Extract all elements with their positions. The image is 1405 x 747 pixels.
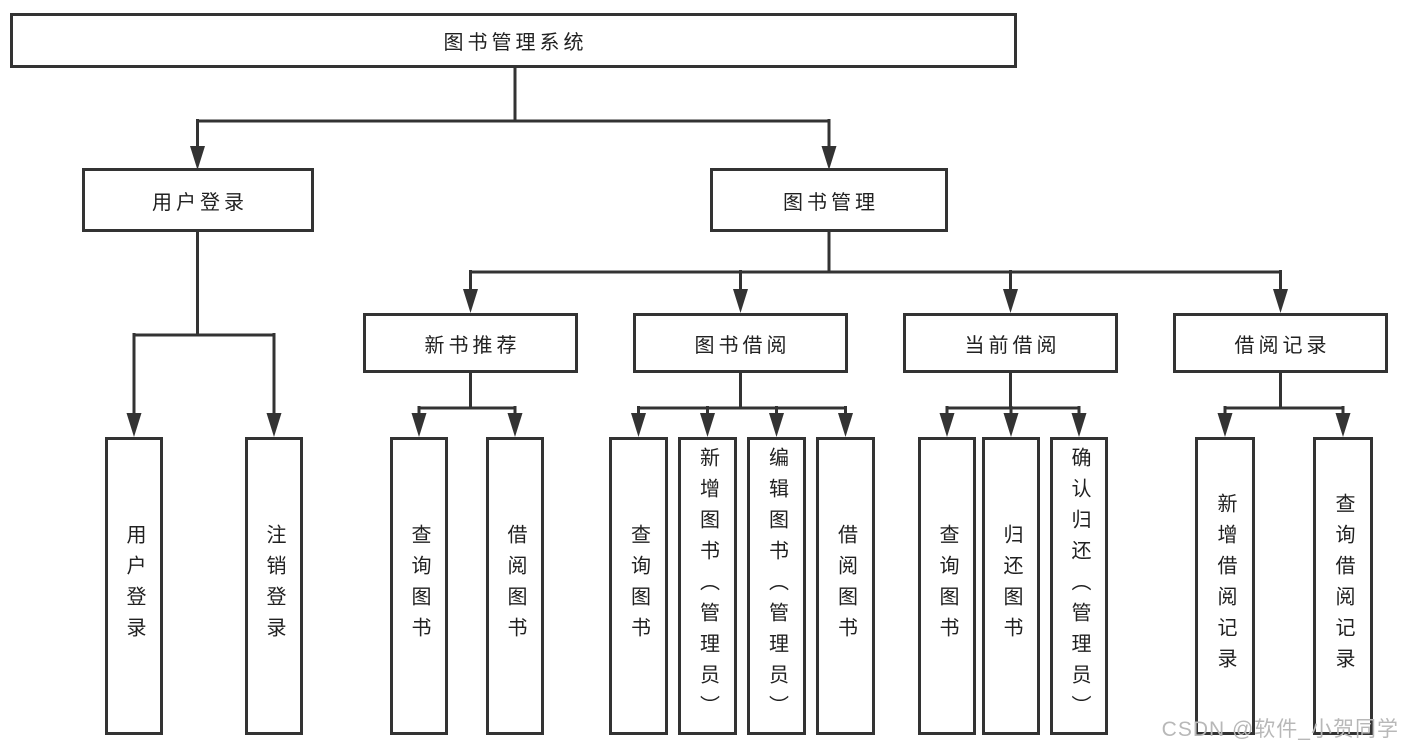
node-borrowing-records-label: 借阅记录 bbox=[1234, 334, 1331, 357]
edge-borrowing-records-to-leaves bbox=[1217, 373, 1351, 437]
leaf-user-login: 用户登录 bbox=[105, 437, 163, 735]
node-book-borrowing: 图书借阅 bbox=[633, 313, 848, 373]
node-new-book-recommend: 新书推荐 bbox=[363, 313, 578, 373]
node-book-borrowing-label: 图书借阅 bbox=[694, 334, 791, 357]
leaf-borrow-query-books: 查询图书 bbox=[609, 437, 668, 735]
leaf-recommend-query-books-label: 查询图书 bbox=[408, 524, 430, 648]
leaf-confirm-return-admin: 确认归还（管理员） bbox=[1050, 437, 1108, 735]
leaf-add-borrow-record: 新增借阅记录 bbox=[1195, 437, 1255, 735]
leaf-logout-label: 注销登录 bbox=[263, 524, 285, 648]
node-library-management-system-label: 图书管理系统 bbox=[443, 32, 588, 54]
node-book-management-label: 图书管理 bbox=[783, 191, 879, 214]
leaf-user-login-label: 用户登录 bbox=[123, 524, 145, 648]
edge-new-book-recommend-to-leaves bbox=[411, 373, 523, 437]
node-user-login: 用户登录 bbox=[82, 168, 314, 232]
node-new-book-recommend-label: 新书推荐 bbox=[424, 334, 521, 357]
edge-book-management-to-sections bbox=[463, 232, 1288, 313]
leaf-query-borrow-record-label: 查询借阅记录 bbox=[1332, 493, 1354, 679]
node-current-borrowing: 当前借阅 bbox=[903, 313, 1118, 373]
node-user-login-label: 用户登录 bbox=[152, 191, 248, 214]
leaf-current-query-books-label: 查询图书 bbox=[936, 524, 958, 648]
node-borrowing-records: 借阅记录 bbox=[1173, 313, 1388, 373]
edge-user-login-to-leaves bbox=[126, 232, 282, 437]
leaf-edit-book-admin: 编辑图书（管理员） bbox=[747, 437, 806, 735]
leaf-add-borrow-record-label: 新增借阅记录 bbox=[1214, 493, 1236, 679]
leaf-add-book-admin: 新增图书（管理员） bbox=[678, 437, 737, 735]
leaf-confirm-return-admin-label: 确认归还（管理员） bbox=[1068, 446, 1090, 726]
edge-current-borrowing-to-leaves bbox=[939, 373, 1087, 437]
leaf-recommend-borrow-books: 借阅图书 bbox=[486, 437, 544, 735]
leaf-add-book-admin-label: 新增图书（管理员） bbox=[696, 446, 719, 726]
edge-root-to-level2 bbox=[190, 68, 837, 170]
node-current-borrowing-label: 当前借阅 bbox=[964, 334, 1061, 357]
leaf-borrow-books-label: 借阅图书 bbox=[834, 524, 857, 648]
leaf-borrow-books: 借阅图书 bbox=[816, 437, 875, 735]
leaf-current-query-books: 查询图书 bbox=[918, 437, 976, 735]
leaf-borrow-query-books-label: 查询图书 bbox=[627, 524, 650, 648]
leaf-return-book-label: 归还图书 bbox=[1000, 524, 1022, 648]
leaf-recommend-borrow-books-label: 借阅图书 bbox=[504, 524, 526, 648]
node-book-management: 图书管理 bbox=[710, 168, 948, 232]
leaf-edit-book-admin-label: 编辑图书（管理员） bbox=[765, 446, 788, 726]
node-library-management-system: 图书管理系统 bbox=[10, 13, 1017, 68]
edge-book-borrowing-to-leaves bbox=[631, 373, 853, 437]
leaf-recommend-query-books: 查询图书 bbox=[390, 437, 448, 735]
leaf-logout: 注销登录 bbox=[245, 437, 303, 735]
leaf-return-book: 归还图书 bbox=[982, 437, 1040, 735]
leaf-query-borrow-record: 查询借阅记录 bbox=[1313, 437, 1373, 735]
